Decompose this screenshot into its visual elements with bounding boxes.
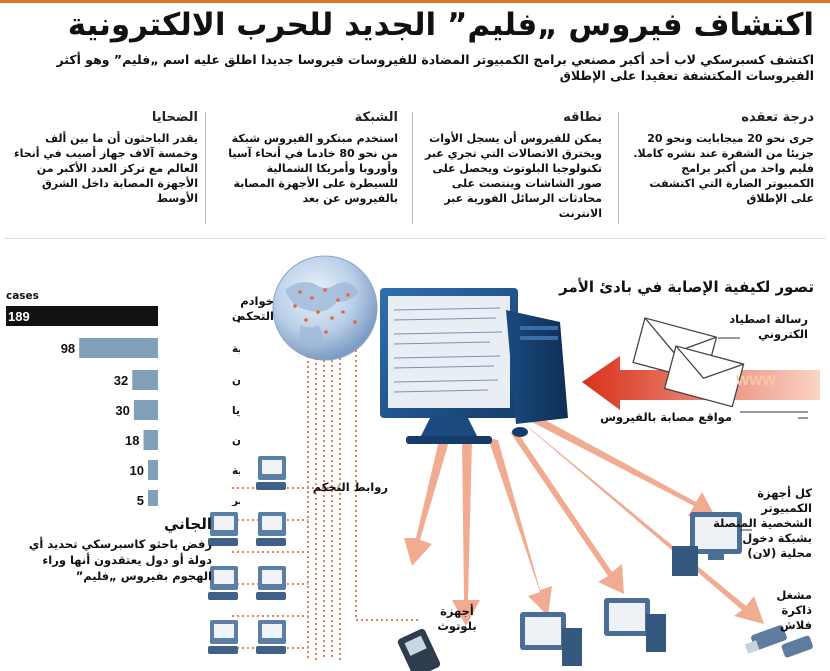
spread-arrows bbox=[404, 414, 764, 626]
victims-bar-chart: 189 إيران 98 اسرائيل والأرضي الفلسطينية 32 ال… bbox=[6, 306, 240, 506]
column-text: يمكن للفيروس أن يسجل الأوات ويخترق الاتص… bbox=[424, 132, 602, 220]
country-label: لبنان bbox=[232, 435, 240, 447]
column-heading: الضحايا bbox=[151, 110, 198, 125]
attacker-heading: الجاني bbox=[163, 515, 212, 533]
bar-value-label: 32 bbox=[114, 373, 128, 388]
bar-5 bbox=[148, 460, 158, 480]
country-label: السعودية bbox=[232, 465, 240, 477]
infected-computer-icon bbox=[380, 288, 568, 444]
lan-label: كل أجهزة الكمبيوتر الشخصية المتصلة بشبكة… bbox=[713, 486, 812, 560]
bar-value-label: 98 bbox=[61, 341, 75, 356]
bar-value-label: 5 bbox=[137, 493, 144, 506]
bar-value-label: 189 bbox=[8, 309, 30, 324]
column-divider bbox=[205, 112, 206, 224]
bar-value-label: 30 bbox=[115, 403, 129, 418]
diagram-title: تصور لكيفية الإصابة في بادئ الأمر bbox=[559, 278, 814, 296]
control-links-label: روابط التحكم bbox=[312, 480, 388, 494]
lan-computer-icon bbox=[672, 512, 742, 576]
column-heading: درجة تعقده bbox=[741, 110, 814, 125]
column-scope: نطاقه يمكن للفيروس أن يسجل الأوات ويخترق… bbox=[422, 110, 602, 221]
bar-2 bbox=[132, 370, 158, 390]
top-accent-bar bbox=[0, 0, 830, 3]
bluetooth-label: أجهزة بلوتوث bbox=[437, 604, 477, 633]
network-computer-icons bbox=[208, 456, 286, 654]
usb-flash-drive-icon bbox=[744, 625, 813, 658]
bar-4 bbox=[143, 430, 158, 450]
bar-6 bbox=[148, 490, 158, 506]
column-text: استخدم مبتكرو الفيروس شبكة من نحو 80 خاد… bbox=[228, 132, 398, 205]
column-text: جرى نحو 20 ميجابايت ونحو 20 جزيئا من الش… bbox=[633, 132, 814, 205]
chart-header: cases bbox=[6, 290, 39, 302]
column-text: يقدر الباحثون أن ما بين ألف وخمسة آلاف ج… bbox=[14, 132, 198, 205]
desktop-computer-icon bbox=[520, 598, 666, 666]
country-label: السودان bbox=[232, 375, 240, 387]
bar-1 bbox=[79, 338, 158, 358]
control-links bbox=[232, 350, 420, 660]
usb-label: مشغل ذاكرة فلاش bbox=[776, 588, 812, 632]
attacker-text: رفض باحثو كاسبرسكي تحديد أي دولة أو دول … bbox=[28, 537, 212, 583]
globe-icon bbox=[272, 255, 378, 361]
bar-value-label: 10 bbox=[130, 463, 144, 478]
column-divider bbox=[412, 112, 413, 224]
page-title: اكتشاف فيروس „فليم” الجديد للحرب الالكتر… bbox=[67, 7, 814, 43]
country-label: مصر bbox=[231, 495, 240, 506]
email-envelope-icon bbox=[632, 317, 745, 408]
mobile-phone-icon bbox=[397, 628, 441, 671]
section-divider bbox=[4, 238, 826, 239]
country-label: سوريا bbox=[232, 405, 240, 417]
infected-sites-label: مواقع مصابة بالفيروس bbox=[600, 410, 732, 424]
intro-text: اكتشف كسبرسكي لاب أحد أكبر مصنعي برامج ا… bbox=[56, 52, 815, 83]
servers-label: خوادم التحكم bbox=[237, 294, 274, 323]
www-label: WWW bbox=[736, 372, 776, 388]
email-label: رسالة اصطياد الكتروني bbox=[729, 312, 808, 341]
bar-3 bbox=[133, 400, 158, 420]
country-label: اسرائيل والأرضي الفلسطينية bbox=[232, 342, 240, 355]
column-victims: الضحايا يقدر الباحثون أن ما بين ألف وخمس… bbox=[8, 110, 198, 206]
column-network: الشبكة استخدم مبتكرو الفيروس شبكة من نحو… bbox=[220, 110, 398, 206]
column-divider bbox=[618, 112, 619, 224]
column-heading: الشبكة bbox=[354, 110, 398, 125]
attacker-section: الجاني رفض باحثو كاسبرسكي تحديد أي دولة … bbox=[4, 516, 212, 584]
bar-0 bbox=[6, 306, 158, 326]
column-heading: نطاقه bbox=[563, 110, 602, 125]
country-label: إيران bbox=[232, 311, 240, 323]
column-complexity: درجة تعقده جرى نحو 20 ميجابايت ونحو 20 ج… bbox=[632, 110, 814, 206]
bar-value-label: 18 bbox=[125, 433, 139, 448]
